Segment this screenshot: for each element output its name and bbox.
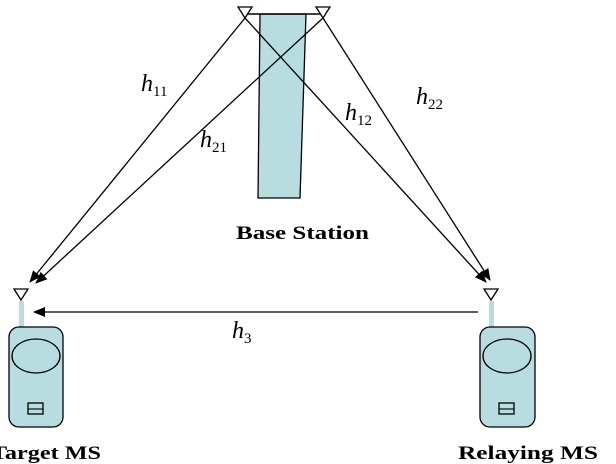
base-station: Base Station (236, 6, 370, 244)
channel-label-h22: h22 (416, 84, 443, 113)
base-antenna-2-icon (314, 6, 332, 20)
link-h11-arrow (29, 17, 246, 283)
base-antenna-1-icon (236, 6, 254, 20)
target-ms-antenna-stem (19, 301, 24, 328)
target-ms: Target MS (0, 288, 101, 464)
channel-label-h11: h11 (141, 71, 167, 100)
link-h21-arrow (35, 17, 324, 284)
target-ms-label: Target MS (0, 443, 101, 464)
link-h12-arrow (244, 17, 487, 283)
target-ms-screen (11, 338, 61, 374)
relaying-ms-label: Relaying MS (458, 443, 598, 464)
base-station-tower (257, 13, 307, 199)
relaying-ms-antenna-icon (482, 288, 500, 302)
relaying-ms-screen (482, 338, 532, 374)
channel-label-h12: h12 (345, 100, 372, 129)
relaying-ms-antenna-stem (489, 301, 494, 328)
channel-label-h3: h3 (232, 318, 252, 347)
channel-label-h21: h21 (200, 127, 227, 156)
target-ms-antenna-icon (12, 288, 30, 302)
relaying-ms: Relaying MS (458, 288, 598, 464)
base-station-label: Base Station (236, 223, 370, 244)
link-h22-arrow (322, 17, 491, 281)
channel-links (29, 17, 491, 317)
